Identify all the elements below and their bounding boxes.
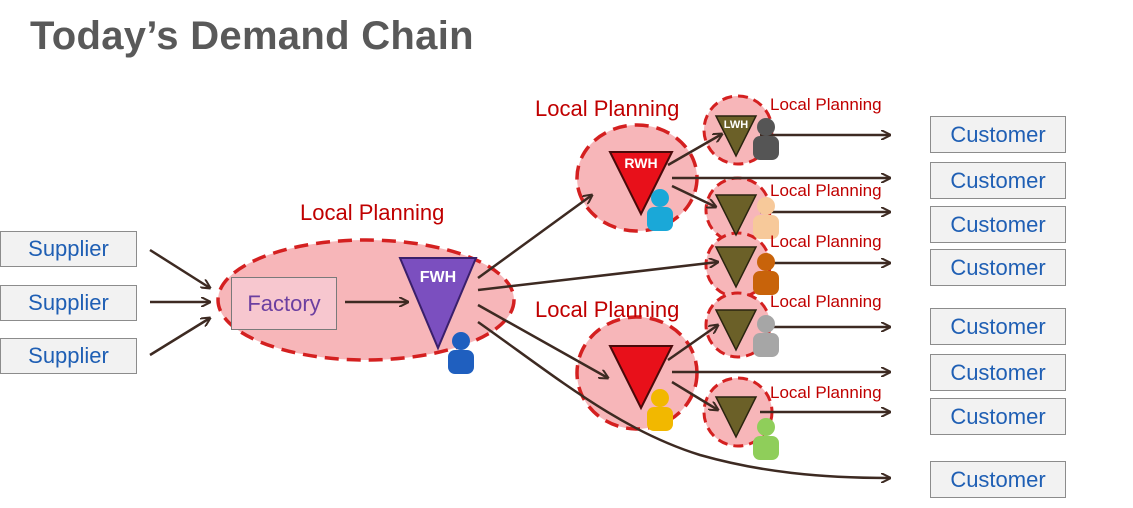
local-planning-label: Local Planning [535,96,680,121]
rwh-bottom-triangle [608,345,674,411]
person-lwh5-planner [753,418,779,460]
factory-box: Factory [231,277,337,330]
arrow-rwh-top-lwh1 [667,134,722,167]
customer-box: Customer [930,206,1066,243]
lwh-triangle-5 [714,396,758,439]
local-planning-label: Local Planning [770,232,882,251]
local-planning-label: Local Planning [770,181,882,200]
person-lwh2-planner [753,197,779,239]
person-rwh-top-planner [647,189,673,231]
person-fwh-planner [448,332,474,374]
person-lwh1-planner [753,118,779,160]
arrow-fwh-rwh-top [477,195,592,280]
customer-box: Customer [930,116,1066,153]
customer-box: Customer [930,162,1066,199]
customer-box: Customer [930,354,1066,391]
arrow-rwh-bottom-lwh4 [667,325,718,362]
rwh-label: RWH [624,155,657,171]
supplier-box: Supplier [0,231,137,267]
customer-box: Customer [930,398,1066,435]
arrow-supplier-1 [149,248,210,288]
customer-box: Customer [930,249,1066,286]
lwh-triangle-3 [714,246,758,289]
rwh-top-triangle [608,151,674,217]
lwh-triangle-4 [714,309,758,352]
arrow-rwh-bottom-lwh5 [671,380,718,410]
local-planning-label: Local Planning [300,200,445,225]
supplier-box: Supplier [0,338,137,374]
arrow-fwh-customer-8 [477,320,890,478]
lwh-label: LWH [724,119,748,131]
fwh-label: FWH [420,269,456,286]
arrow-rwh-top-lwh2 [671,184,716,207]
arrow-fwh-lwh3 [477,262,718,292]
local-planning-label: Local Planning [770,95,882,114]
person-lwh4-planner [753,315,779,357]
lwh-triangle-2 [714,194,758,237]
person-lwh3-planner [753,253,779,295]
local-planning-label: Local Planning [535,297,680,322]
fwh-triangle [398,257,478,351]
customer-box: Customer [930,308,1066,345]
arrow-supplier-3 [149,318,210,357]
supplier-box: Supplier [0,285,137,321]
lwh-triangle-1 [714,115,758,158]
local-planning-label: Local Planning [770,383,882,402]
customer-box: Customer [930,461,1066,498]
page-title: Today’s Demand Chain [30,14,474,58]
person-rwh-bottom-planner [647,389,673,431]
arrow-fwh-rwh-bottom [477,303,608,378]
local-planning-label: Local Planning [770,292,882,311]
